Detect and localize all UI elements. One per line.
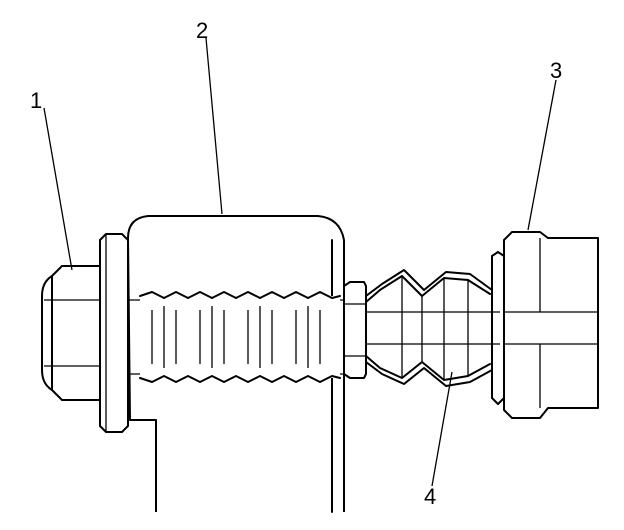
callout-1: 1	[30, 88, 42, 113]
part-3-housing	[491, 231, 599, 419]
leader-lines	[43, 37, 557, 487]
leader-line-1	[43, 107, 73, 271]
part-4-boot	[365, 269, 493, 387]
shaft	[366, 311, 500, 345]
callout-3: 3	[550, 58, 562, 83]
part-1-bolt	[41, 233, 129, 433]
callout-4: 4	[424, 484, 436, 509]
leader-line-2	[205, 37, 223, 215]
bolt-thread	[139, 291, 341, 383]
nut	[343, 281, 367, 379]
leader-line-4	[431, 371, 453, 487]
callout-2: 2	[196, 18, 208, 43]
leader-line-3	[527, 79, 557, 231]
